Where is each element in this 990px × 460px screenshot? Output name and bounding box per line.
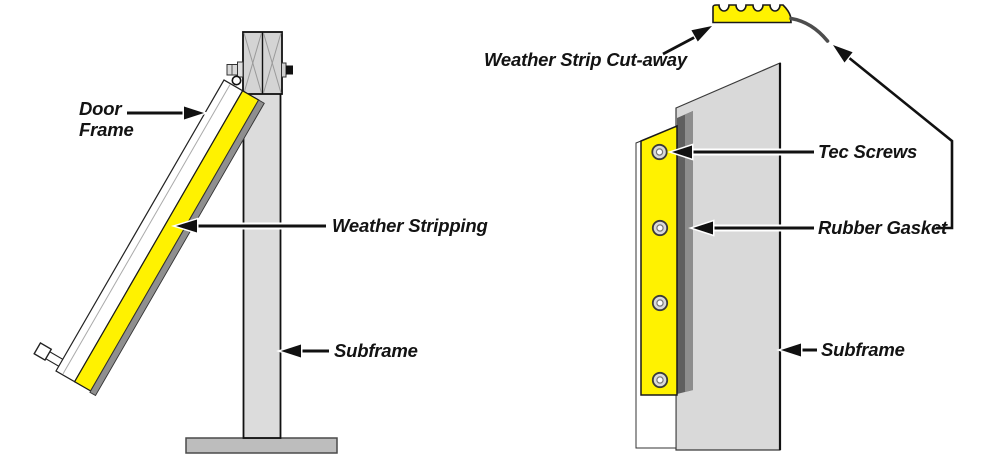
- tec-screw-icon: [651, 371, 669, 389]
- left-cross-section-view: [33, 31, 338, 454]
- rubber-gasket-elbow-connector: [829, 42, 954, 230]
- tec-screws-arrow: [667, 143, 814, 161]
- weather-stripping-arrow: [170, 217, 326, 235]
- subframe-post: [242, 92, 282, 439]
- rubber-gasket-label: Rubber Gasket: [818, 217, 947, 238]
- cross-brace-pattern: [243, 32, 282, 94]
- door-frame-strip: [33, 79, 265, 397]
- weather-strip-cutaway-label: Weather Strip Cut-away: [484, 49, 687, 70]
- door-frame-label: Door Frame: [79, 98, 134, 140]
- tec-screws-group: [651, 143, 669, 389]
- subframe-right-arrow: [776, 341, 817, 359]
- pivot-circle-icon: [231, 75, 242, 86]
- door-frame-arrow: [127, 104, 209, 122]
- weather-strip-plate: [640, 124, 678, 396]
- tec-screw-icon: [651, 219, 669, 237]
- tec-screws-label: Tec Screws: [818, 141, 918, 162]
- tec-screw-icon: [651, 294, 669, 312]
- right-front-view: [635, 4, 954, 451]
- subframe-right-label: Subframe: [821, 339, 905, 360]
- bolt-icon: [281, 62, 293, 78]
- subframe-left-arrow: [276, 342, 329, 360]
- weather-strip-cutaway-shape: [712, 4, 792, 24]
- cutaway-arrow: [662, 23, 716, 56]
- weather-stripping-label: Weather Stripping: [332, 215, 488, 236]
- hinge-bolt-icon: [226, 61, 244, 78]
- subframe-left-label: Subframe: [334, 340, 418, 361]
- door-frame-edge-line: [62, 84, 231, 375]
- door-frame-end-cap: [33, 341, 53, 361]
- gasket-tail-curve: [789, 16, 830, 43]
- stripping-backing-edge: [89, 99, 265, 397]
- subframe-top-block: [242, 31, 283, 95]
- rubber-gasket-highlight: [685, 111, 693, 392]
- rubber-gasket-arrow: [688, 219, 814, 237]
- tec-screw-icon: [651, 143, 668, 161]
- base-plate: [185, 437, 338, 454]
